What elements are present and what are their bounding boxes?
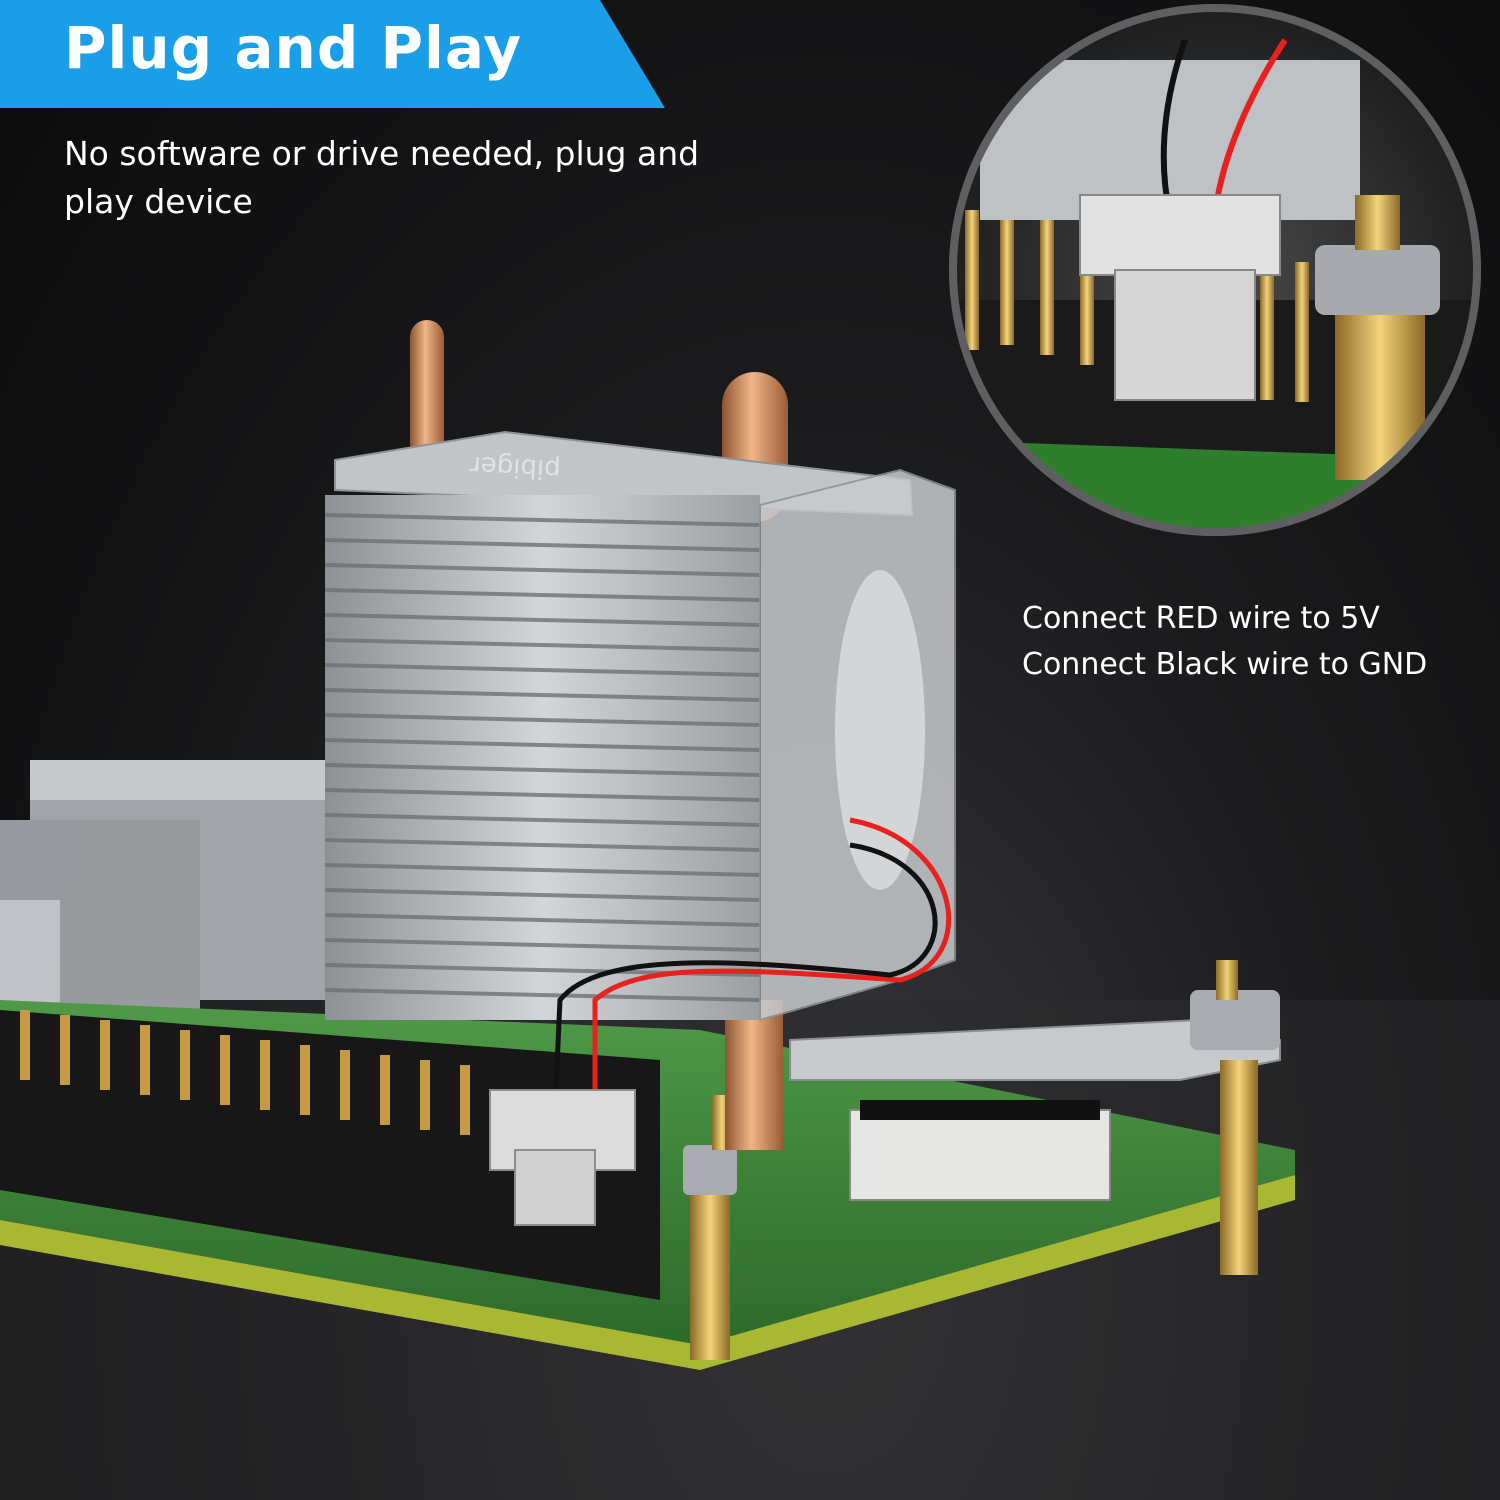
pcb-board	[0, 1000, 1295, 1370]
feature-description: No software or drive needed, plug and pl…	[64, 134, 700, 221]
wiring-instructions: Connect RED wire to 5V Connect Black wir…	[1022, 596, 1492, 688]
heatsink-logo: pibiger	[469, 450, 561, 485]
title-banner	[0, 0, 665, 108]
zoom-inset	[949, 4, 1481, 536]
standoff-left	[683, 1095, 737, 1360]
board-ports	[0, 760, 330, 1040]
fan-connector	[489, 1089, 636, 1226]
csi-connector	[849, 1109, 1111, 1201]
heatsink	[324, 430, 956, 1022]
gpio-pins	[20, 1010, 470, 1135]
heatsink-logo-text: pibiger	[469, 449, 562, 485]
gpio-header	[0, 1010, 660, 1300]
banner-title: Plug and Play	[64, 14, 523, 82]
standoff-right	[1190, 960, 1280, 1275]
fan-wires	[552, 817, 952, 1111]
wiring-red-line: Connect RED wire to 5V	[1022, 601, 1380, 636]
wiring-black-line: Connect Black wire to GND	[1022, 647, 1428, 682]
